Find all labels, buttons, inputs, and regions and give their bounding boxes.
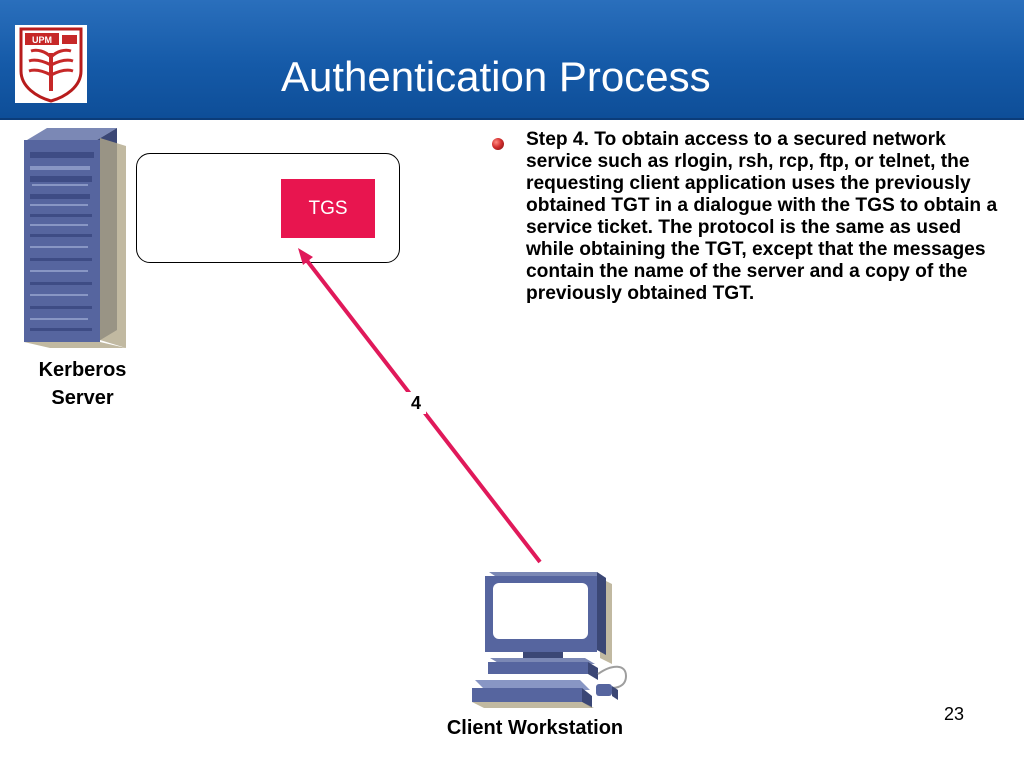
- arrow-step-label: 4: [406, 392, 426, 414]
- svg-text:UPM: UPM: [32, 35, 52, 45]
- slide-header: UPM Authentication Process: [0, 0, 1024, 120]
- kerberos-server-icon: [24, 128, 126, 348]
- upm-logo: UPM: [15, 25, 87, 103]
- bullet-icon: [492, 138, 504, 150]
- step-description: Step 4. To obtain access to a secured ne…: [526, 129, 998, 304]
- tgs-box: TGS: [281, 179, 375, 238]
- client-workstation-label: Client Workstation: [446, 717, 624, 739]
- kerberos-server-label: Kerberos Server: [38, 359, 127, 409]
- slide-title: Authentication Process: [281, 53, 711, 100]
- page-number: 23: [943, 704, 964, 724]
